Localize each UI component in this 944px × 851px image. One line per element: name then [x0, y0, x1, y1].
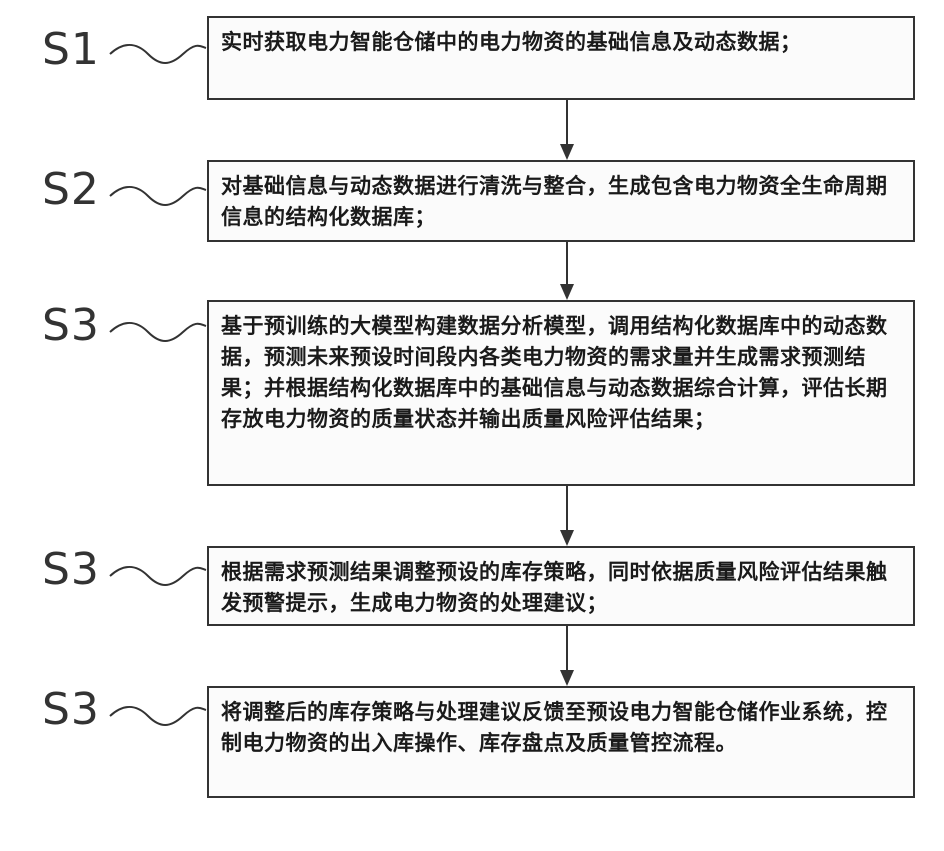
step-label-1: S1 — [42, 28, 100, 72]
arrow-4-5 — [559, 626, 575, 686]
step-box-1: 实时获取电力智能仓储中的电力物资的基础信息及动态数据； — [207, 16, 915, 100]
arrow-1-2 — [559, 100, 575, 160]
step-label-5: S3 — [42, 688, 100, 732]
leader-line-2 — [108, 180, 208, 210]
leader-line-1 — [108, 38, 208, 68]
leader-line-5 — [108, 700, 208, 730]
step-label-3: S3 — [42, 304, 100, 348]
step-label-2: S2 — [42, 168, 100, 212]
arrow-2-3 — [559, 242, 575, 300]
step-box-5: 将调整后的库存策略与处理建议反馈至预设电力智能仓储作业系统，控制电力物资的出入库… — [207, 686, 915, 798]
step-label-4: S3 — [42, 548, 100, 592]
step-box-2: 对基础信息与动态数据进行清洗与整合，生成包含电力物资全生命周期信息的结构化数据库… — [207, 160, 915, 242]
step-box-3: 基于预训练的大模型构建数据分析模型，调用结构化数据库中的动态数据，预测未来预设时… — [207, 300, 915, 486]
arrow-3-4 — [559, 486, 575, 546]
leader-line-4 — [108, 560, 208, 590]
leader-line-3 — [108, 316, 208, 346]
step-box-4: 根据需求预测结果调整预设的库存策略，同时依据质量风险评估结果触发预警提示，生成电… — [207, 546, 915, 626]
